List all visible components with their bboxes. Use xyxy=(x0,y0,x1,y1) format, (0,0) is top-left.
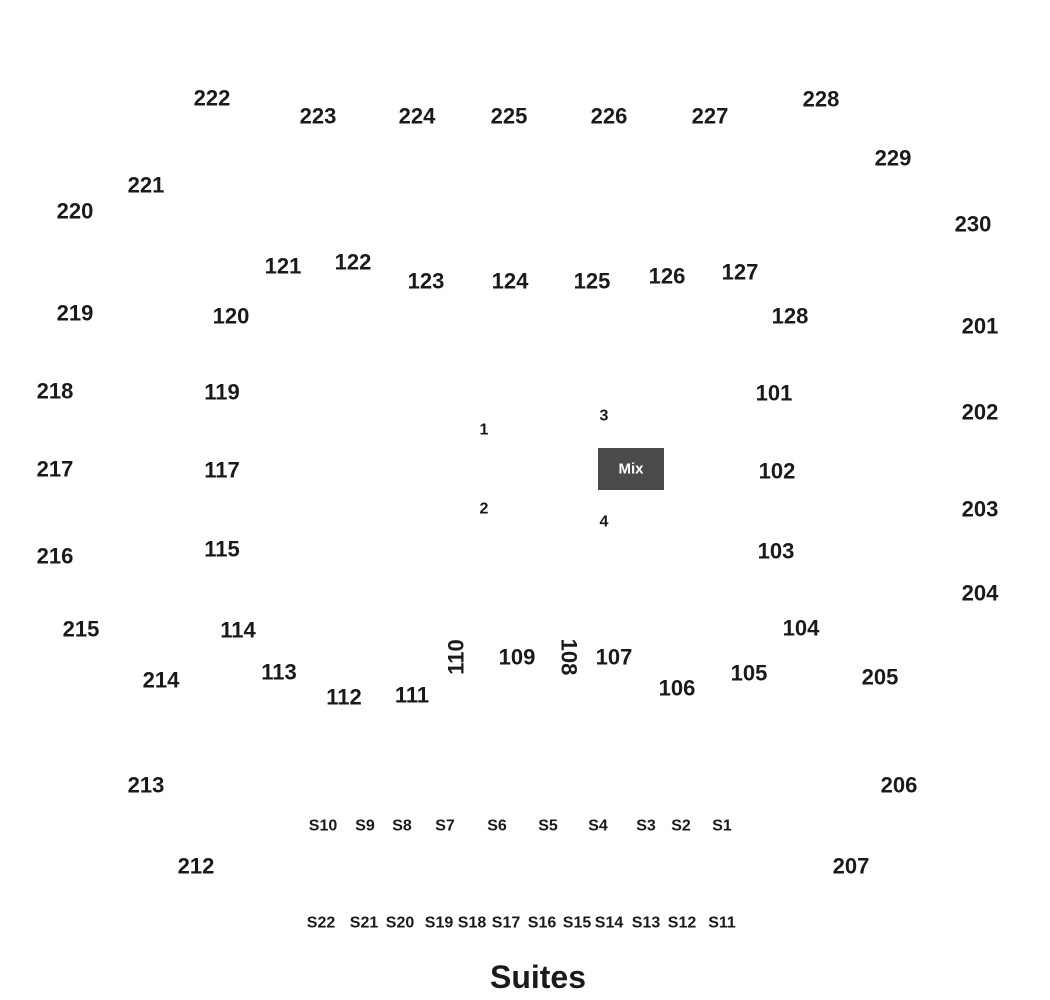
section-223[interactable]: 223 xyxy=(300,104,337,129)
section-212[interactable]: 212 xyxy=(178,854,215,879)
mix-position: Mix xyxy=(598,448,664,490)
section-127[interactable]: 127 xyxy=(722,260,759,285)
section-230[interactable]: 230 xyxy=(955,212,992,237)
section-216[interactable]: 216 xyxy=(37,544,74,569)
section-108[interactable]: 108 xyxy=(557,639,582,676)
suite-s13[interactable]: S13 xyxy=(632,915,661,932)
suite-s22[interactable]: S22 xyxy=(307,915,336,932)
suite-s8[interactable]: S8 xyxy=(392,818,412,835)
section-213[interactable]: 213 xyxy=(128,773,165,798)
section-207[interactable]: 207 xyxy=(833,854,870,879)
section-222[interactable]: 222 xyxy=(194,86,231,111)
section-226[interactable]: 226 xyxy=(591,104,628,129)
section-219[interactable]: 219 xyxy=(57,301,94,326)
section-114[interactable]: 114 xyxy=(220,618,256,643)
suite-s17[interactable]: S17 xyxy=(492,915,521,932)
suite-s12[interactable]: S12 xyxy=(668,915,697,932)
suite-s5[interactable]: S5 xyxy=(538,818,558,835)
section-121[interactable]: 121 xyxy=(265,254,302,279)
section-217[interactable]: 217 xyxy=(37,457,74,482)
suite-s15[interactable]: S15 xyxy=(563,915,592,932)
floor-section-1[interactable]: 1 xyxy=(480,422,489,439)
section-104[interactable]: 104 xyxy=(783,616,820,641)
section-103[interactable]: 103 xyxy=(758,539,795,564)
section-119[interactable]: 119 xyxy=(204,380,240,405)
floor-section-4[interactable]: 4 xyxy=(600,514,609,531)
section-123[interactable]: 123 xyxy=(408,269,445,294)
section-126[interactable]: 126 xyxy=(649,264,686,289)
section-106[interactable]: 106 xyxy=(659,676,696,701)
suite-s9[interactable]: S9 xyxy=(355,818,375,835)
section-102[interactable]: 102 xyxy=(759,459,796,484)
section-224[interactable]: 224 xyxy=(399,104,436,129)
section-110[interactable]: 110 xyxy=(444,639,469,675)
section-128[interactable]: 128 xyxy=(772,304,809,329)
section-202[interactable]: 202 xyxy=(962,400,999,425)
mix-box xyxy=(598,448,664,490)
section-203[interactable]: 203 xyxy=(962,497,999,522)
section-205[interactable]: 205 xyxy=(862,665,899,690)
mix-label: Mix xyxy=(618,461,644,478)
suite-s7[interactable]: S7 xyxy=(435,818,455,835)
section-215[interactable]: 215 xyxy=(63,617,100,642)
section-117[interactable]: 117 xyxy=(204,458,240,483)
section-214[interactable]: 214 xyxy=(143,668,180,693)
suite-s10[interactable]: S10 xyxy=(309,818,338,835)
section-109[interactable]: 109 xyxy=(499,645,536,670)
section-206[interactable]: 206 xyxy=(881,773,918,798)
suite-s20[interactable]: S20 xyxy=(386,915,415,932)
suite-s14[interactable]: S14 xyxy=(595,915,624,932)
section-221[interactable]: 221 xyxy=(128,173,165,198)
section-111[interactable]: 111 xyxy=(395,683,429,708)
suite-s6[interactable]: S6 xyxy=(487,818,507,835)
section-122[interactable]: 122 xyxy=(335,250,372,275)
floor-sections: 1 2 3 4 xyxy=(480,408,609,531)
suite-s21[interactable]: S21 xyxy=(350,915,379,932)
section-225[interactable]: 225 xyxy=(491,104,528,129)
upper-level-sections: 2012022032042052062072122132142152162172… xyxy=(37,86,999,879)
section-101[interactable]: 101 xyxy=(756,381,793,406)
section-124[interactable]: 124 xyxy=(492,269,529,294)
suite-s18[interactable]: S18 xyxy=(458,915,487,932)
section-220[interactable]: 220 xyxy=(57,199,94,224)
lower-level-sections: 1011021031041051061071081091101111121131… xyxy=(204,250,820,710)
suite-s3[interactable]: S3 xyxy=(636,818,656,835)
section-201[interactable]: 201 xyxy=(962,314,999,339)
section-120[interactable]: 120 xyxy=(213,304,250,329)
section-113[interactable]: 113 xyxy=(261,660,297,685)
suite-s4[interactable]: S4 xyxy=(588,818,608,835)
section-112[interactable]: 112 xyxy=(326,685,362,710)
section-115[interactable]: 115 xyxy=(204,537,240,562)
section-107[interactable]: 107 xyxy=(596,645,633,670)
suite-s19[interactable]: S19 xyxy=(425,915,454,932)
section-229[interactable]: 229 xyxy=(875,146,912,171)
section-125[interactable]: 125 xyxy=(574,269,611,294)
suite-s11[interactable]: S11 xyxy=(708,915,736,932)
section-218[interactable]: 218 xyxy=(37,379,74,404)
suite-s16[interactable]: S16 xyxy=(528,915,557,932)
suite-s1[interactable]: S1 xyxy=(712,818,732,835)
section-105[interactable]: 105 xyxy=(731,661,768,686)
section-204[interactable]: 204 xyxy=(962,581,999,606)
floor-section-3[interactable]: 3 xyxy=(600,408,609,425)
suites-title: Suites xyxy=(490,959,586,995)
floor-section-2[interactable]: 2 xyxy=(480,501,489,518)
section-228[interactable]: 228 xyxy=(803,87,840,112)
section-227[interactable]: 227 xyxy=(692,104,729,129)
suite-s2[interactable]: S2 xyxy=(671,818,691,835)
